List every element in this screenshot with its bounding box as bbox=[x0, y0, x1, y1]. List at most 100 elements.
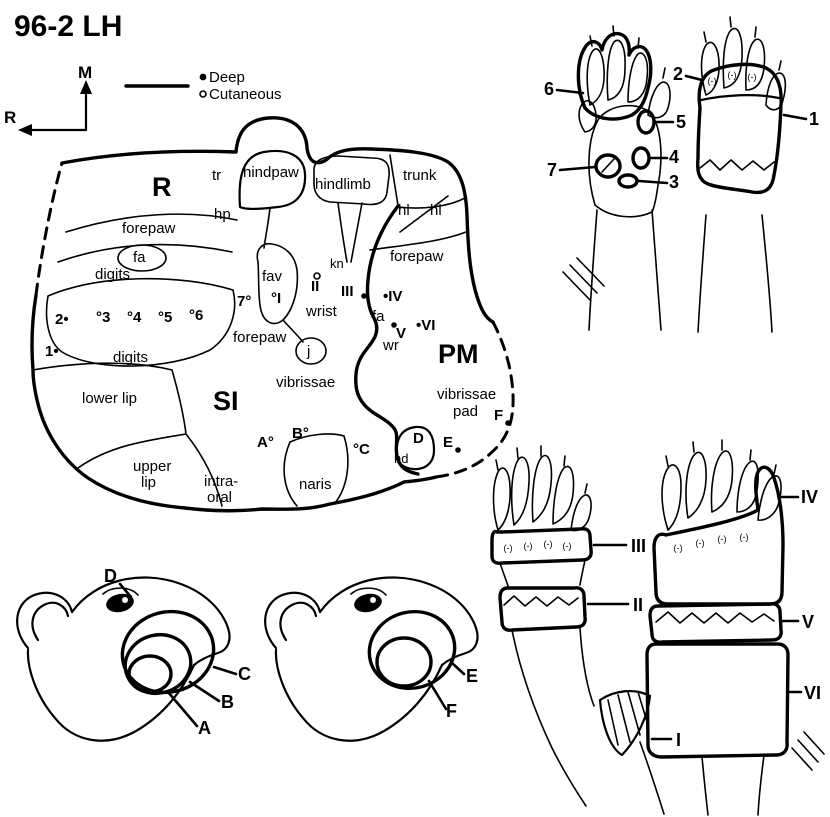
hindlimb-region-outline bbox=[313, 155, 390, 206]
right-paw-claws bbox=[703, 16, 782, 71]
site-label-IV: •IV bbox=[383, 288, 402, 305]
face1-leader-lines bbox=[118, 582, 238, 728]
map-internal-boundaries bbox=[32, 154, 467, 507]
region-label-hd: hd bbox=[394, 451, 408, 466]
region-F-outline bbox=[375, 636, 433, 688]
right-paw-torn-edge bbox=[699, 159, 775, 171]
area-label-PM: PM bbox=[438, 339, 479, 369]
deep-site-E-dot-icon bbox=[455, 447, 461, 453]
region-label-vibrissae-pad-1: vibrissae bbox=[437, 386, 496, 403]
limb2-break-hatch bbox=[791, 731, 825, 771]
paw-pad-mark: (-) bbox=[504, 543, 513, 553]
left-paw-forearm bbox=[588, 209, 662, 331]
face-label-B: B bbox=[221, 692, 234, 712]
region-3-outline bbox=[617, 173, 639, 189]
right-paw-palm-band-line bbox=[699, 94, 781, 102]
paw-pad-mark: (-) bbox=[544, 539, 553, 549]
region-7-outline bbox=[594, 153, 622, 179]
limb1-claws bbox=[495, 445, 588, 494]
face1-head-outline bbox=[26, 576, 231, 742]
legend-deep-label: Deep bbox=[209, 69, 245, 86]
face-label-C: C bbox=[238, 664, 251, 684]
region-label-hl-left: hl bbox=[398, 202, 410, 219]
site-label-B: B° bbox=[292, 425, 309, 442]
region-label-j: j bbox=[306, 343, 310, 360]
face-label-A: A bbox=[198, 718, 211, 738]
face2-eye bbox=[354, 593, 382, 613]
j-region-outline bbox=[295, 337, 327, 365]
paw-label-7: 7 bbox=[547, 160, 557, 180]
band-III-outline bbox=[490, 527, 593, 565]
region-4-outline bbox=[631, 146, 651, 170]
site-label-5: °5 bbox=[158, 309, 172, 326]
compass: M R bbox=[4, 63, 92, 136]
map-outer-boundary-dashed-left bbox=[34, 161, 64, 297]
digits-region-outline bbox=[45, 277, 236, 367]
paw-pad-mark: (-) bbox=[728, 70, 737, 80]
right-paw-digits bbox=[700, 27, 787, 111]
region-label-naris: naris bbox=[299, 476, 332, 493]
left-paw-palm-outline bbox=[588, 104, 662, 218]
limb1-digits bbox=[492, 454, 592, 532]
region-E-outline bbox=[367, 609, 457, 691]
limb2-digits bbox=[661, 450, 782, 531]
region-1-2-outline bbox=[696, 62, 783, 195]
limb-label-VI: VI bbox=[804, 683, 821, 703]
site-label-2: 2• bbox=[55, 311, 69, 328]
region-label-forepaw-pm: forepaw bbox=[390, 248, 444, 265]
limb2-claws bbox=[665, 439, 777, 475]
compass-axes bbox=[28, 90, 88, 132]
region-label-vibrissae: vibrissae bbox=[276, 374, 335, 391]
limb1-wrist-lines bbox=[499, 559, 586, 587]
compass-up-arrow-icon bbox=[80, 80, 92, 94]
limb-label-IV: IV bbox=[801, 487, 818, 507]
face1-eye bbox=[106, 593, 134, 613]
site-label-C: °C bbox=[353, 441, 370, 458]
paw-pad-mark: (-) bbox=[740, 532, 749, 542]
site-label-D: D bbox=[413, 430, 424, 447]
compass-rostral-label: R bbox=[4, 108, 16, 127]
paw-pad-mark: (-) bbox=[696, 538, 705, 548]
limb-label-III: III bbox=[631, 536, 646, 556]
paw-leader-lines bbox=[555, 74, 808, 185]
figure-title: 96-2 LH bbox=[14, 10, 122, 43]
cortical-map: R SI PM tr hindpaw hindlimb trunk hp hl … bbox=[30, 116, 515, 513]
region-A-outline bbox=[127, 654, 173, 694]
region-label-hl-right: hl bbox=[430, 202, 442, 219]
site-label-III: III bbox=[341, 283, 354, 300]
flap-I-hatch bbox=[607, 691, 649, 746]
face1-eye-highlight bbox=[122, 597, 128, 603]
face-figure: D C B A E F bbox=[16, 566, 479, 742]
face-label-F: F bbox=[446, 701, 457, 721]
paw-pad-mark: (-) bbox=[748, 72, 757, 82]
region-label-fa-pm: fa bbox=[372, 308, 385, 325]
map-outer-boundary-solid-top bbox=[60, 116, 495, 324]
region-label-fa-upper: fa bbox=[133, 249, 146, 266]
cuff-VI-outline bbox=[645, 642, 790, 759]
left-paw-digits bbox=[578, 39, 671, 133]
region-label-upper-lip-2: lip bbox=[141, 474, 156, 491]
region-label-hp: hp bbox=[214, 206, 231, 223]
hd-region-outline bbox=[395, 425, 436, 471]
compass-left-arrow-icon bbox=[18, 124, 32, 136]
face2-eyelid bbox=[350, 587, 387, 596]
limb-label-V: V bbox=[802, 612, 814, 632]
region-label-intra-oral-2: oral bbox=[207, 489, 232, 506]
face2-eye-highlight bbox=[370, 597, 376, 603]
compass-medial-label: M bbox=[78, 63, 92, 82]
limb-label-I: I bbox=[676, 730, 681, 750]
limb1-forearm bbox=[511, 627, 665, 815]
forepaw-figure: (-) (-) (-) 6 2 5 1 7 4 3 bbox=[544, 16, 819, 333]
region-label-tr: tr bbox=[212, 167, 221, 184]
region-label-intra-oral-1: intra- bbox=[204, 473, 238, 490]
paw-label-3: 3 bbox=[669, 172, 679, 192]
region-label-digits-lower: digits bbox=[113, 349, 148, 366]
map-outer-boundary-solid-bottom bbox=[30, 293, 438, 513]
paw-pad-mark: (-) bbox=[718, 534, 727, 544]
deep-site-F-dot-icon bbox=[505, 420, 511, 426]
deep-site-III-dot-icon bbox=[361, 293, 367, 299]
paw-label-6: 6 bbox=[544, 79, 554, 99]
band-V-outline bbox=[648, 602, 783, 644]
legend: Deep Cutaneous bbox=[124, 69, 282, 103]
